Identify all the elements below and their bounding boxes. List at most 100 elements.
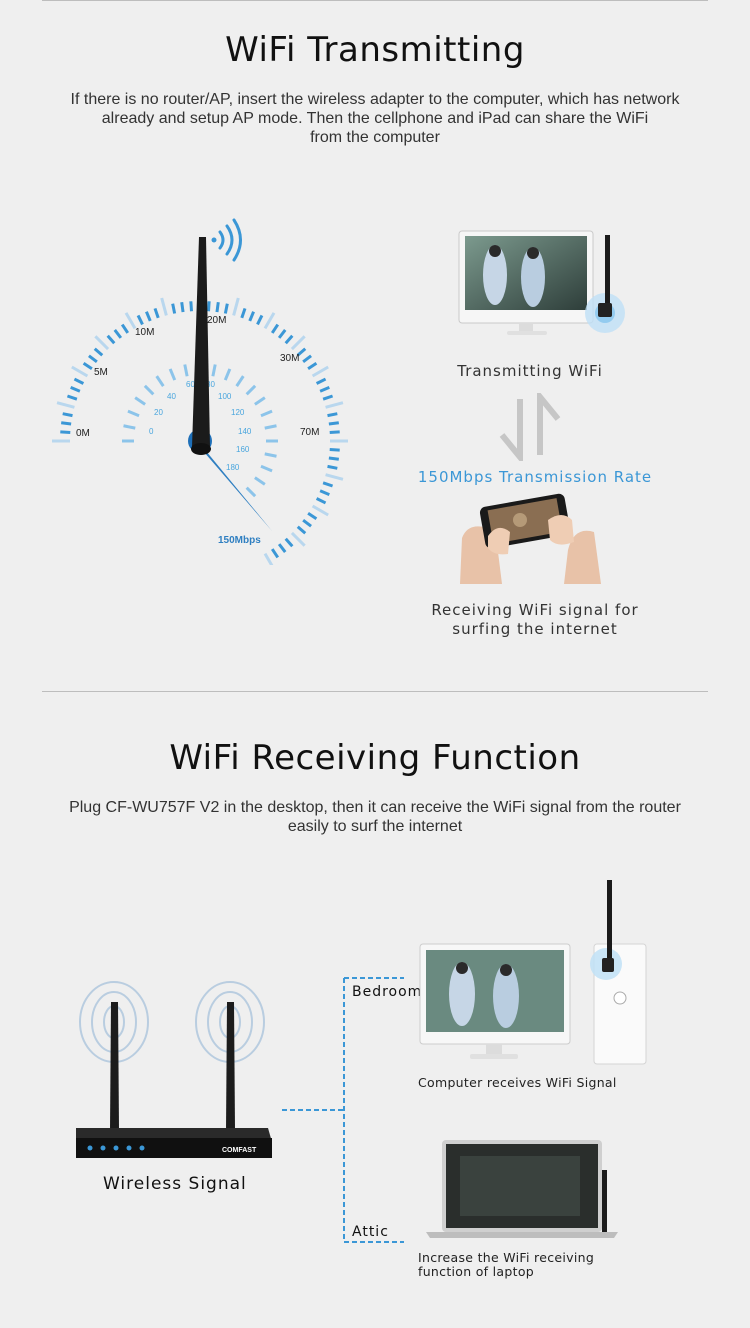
- section-divider: [42, 691, 708, 692]
- gauge-outer-tick: [248, 311, 255, 322]
- gauge-outer-tick: [263, 552, 274, 565]
- gauge-outer-tick: [319, 386, 330, 393]
- speed-gauge: 0M 5M 10M 20M 30M 70M 0 20 40 60 80 100 …: [52, 218, 348, 565]
- gauge-outer-tick: [56, 401, 75, 409]
- gauge-inner-tick: [211, 364, 217, 377]
- section2-description-line2: easily to surf the internet: [287, 818, 463, 835]
- gauge-speed-label: 150Mbps: [218, 535, 261, 546]
- gauge-inner-tick: [254, 476, 266, 486]
- gauge-outer-tick: [61, 421, 72, 426]
- gauge-inner-80: 80: [206, 380, 215, 389]
- gauge-inner-tick: [155, 375, 165, 387]
- section1-description-line1: If there is no router/AP, insert the wir…: [70, 91, 680, 108]
- gauge-outer-tick: [311, 365, 329, 378]
- gauge-outer-tick: [327, 464, 338, 470]
- router-brand: COMFAST: [222, 1147, 257, 1154]
- gauge-label-20m: 20M: [207, 315, 226, 326]
- router-illustration: COMFAST: [76, 981, 272, 1158]
- gauge-outer-tick: [215, 302, 220, 313]
- gauge-outer-tick: [329, 448, 340, 452]
- gauge-outer-tick: [71, 365, 89, 378]
- section1-title: WiFi Transmitting: [225, 30, 525, 70]
- top-divider: [42, 0, 708, 1]
- gauge-outer-tick: [82, 361, 93, 371]
- gauge-outer-tick: [66, 394, 78, 401]
- router-caption: Wireless Signal: [103, 1174, 247, 1194]
- gauge-outer-tick: [270, 323, 280, 334]
- gauge-outer-tick: [113, 329, 123, 339]
- receive-caption-line2: surfing the internet: [452, 620, 618, 638]
- gauge-outer-tick: [153, 307, 160, 319]
- gauge-inner-tick: [134, 396, 146, 406]
- gauge-inner-tick: [235, 375, 245, 387]
- gauge-outer-tick: [307, 511, 318, 521]
- gauge-outer-tick: [328, 456, 339, 461]
- router-antenna-left-icon: [110, 1002, 119, 1130]
- gauge-inner-tick: [245, 486, 257, 498]
- gauge-inner-tick: [143, 384, 155, 396]
- gauge-inner-tick: [127, 409, 140, 418]
- gauge-outer-tick: [270, 548, 280, 559]
- gauge-outer-tick: [329, 430, 340, 434]
- section1-description-line2: already and setup AP mode. Then the cell…: [101, 110, 649, 127]
- gauge-inner-tick: [260, 464, 273, 473]
- phone-illustration: [460, 493, 601, 584]
- gauge-outer-tick: [124, 312, 137, 330]
- gauge-outer-tick: [277, 329, 287, 339]
- gauge-inner-160: 160: [236, 445, 250, 454]
- gauge-outer-tick: [94, 335, 110, 351]
- gauge-outer-tick: [284, 334, 294, 345]
- wifi-signal-icon: [211, 218, 242, 262]
- gauge-outer-tick: [145, 311, 152, 322]
- rate-caption: 150Mbps Transmission Rate: [417, 468, 653, 486]
- gauge-inner-tick: [168, 368, 177, 381]
- gauge-label-0m: 0M: [76, 428, 90, 439]
- gauge-needle: [198, 445, 272, 531]
- gauge-outer-tick: [232, 297, 240, 316]
- gauge-outer-tick: [302, 518, 312, 528]
- gauge-inner-tick: [123, 424, 136, 430]
- gauge-inner-40: 40: [167, 392, 176, 401]
- gauge-outer-tick: [73, 377, 85, 385]
- antenna-icon: [192, 237, 210, 453]
- gauge-outer-tick: [189, 301, 193, 312]
- gauge-inner-tick: [245, 384, 257, 396]
- bedroom-label: Bedroom: [352, 984, 423, 1000]
- gauge-outer-tick: [322, 394, 334, 401]
- gauge-outer-tick: [296, 347, 307, 357]
- section1-description-line3: from the computer: [310, 129, 440, 146]
- gauge-inner-tick: [223, 368, 232, 381]
- gauge-inner-tick: [183, 364, 189, 377]
- gauge-inner-20: 20: [154, 408, 163, 417]
- gauge-inner-tick: [264, 424, 277, 430]
- gauge-outer-tick: [322, 481, 334, 488]
- gauge-outer-tick: [93, 347, 104, 357]
- gauge-outer-tick: [296, 525, 307, 535]
- exchange-arrows-icon: [499, 393, 561, 461]
- gauge-outer-tick: [277, 543, 287, 553]
- receive-caption-line1: Receiving WiFi signal for: [431, 601, 639, 619]
- gauge-outer-tick: [180, 302, 185, 313]
- gauge-label-70m: 70M: [300, 427, 319, 438]
- connection-lines: [282, 977, 404, 1243]
- gauge-label-30m: 30M: [280, 353, 299, 364]
- gauge-outer-tick: [136, 314, 144, 326]
- gauge-outer-tick: [160, 297, 168, 316]
- gauge-outer-tick: [284, 537, 294, 548]
- gauge-outer-tick: [70, 386, 81, 393]
- gauge-outer-tick: [120, 323, 130, 334]
- gauge-inner-tick: [260, 409, 273, 418]
- gauge-outer-tick: [60, 430, 71, 434]
- gauge-inner-60: 60: [186, 380, 195, 389]
- gauge-inner-180: 180: [226, 463, 240, 472]
- gauge-outer-tick: [315, 497, 327, 505]
- gauge-outer-tick: [302, 354, 312, 364]
- gauge-outer-tick: [256, 314, 264, 326]
- gauge-inner-ticks: [122, 363, 278, 498]
- gauge-outer-tick: [207, 301, 211, 312]
- gauge-outer-tick: [311, 504, 329, 517]
- gauge-outer-tick: [290, 531, 306, 547]
- gauge-outer-tick: [315, 377, 327, 385]
- gauge-outer-tick: [325, 401, 344, 409]
- section2-title: WiFi Receiving Function: [169, 738, 581, 778]
